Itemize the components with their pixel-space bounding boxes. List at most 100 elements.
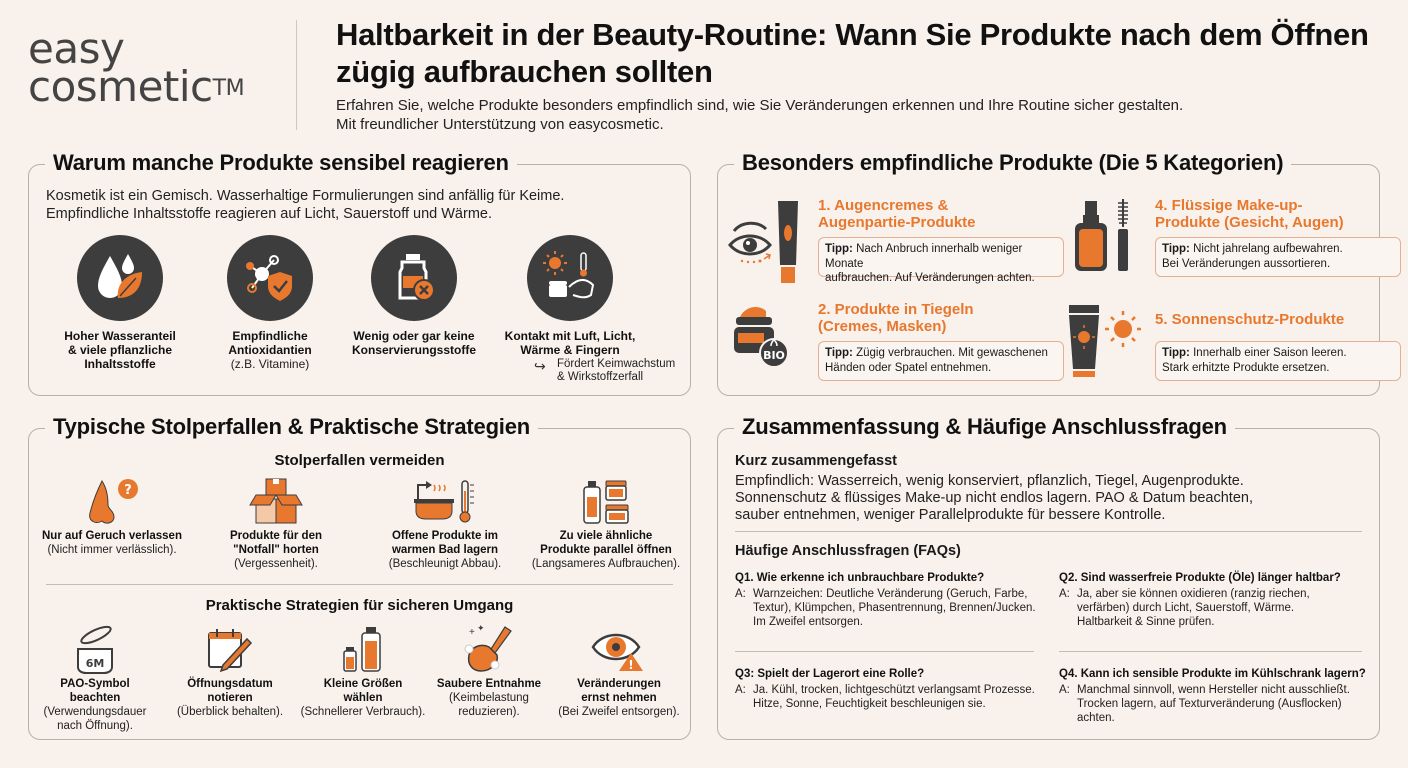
faq-divider <box>735 651 1034 652</box>
eye-cream-tube-icon <box>726 197 814 287</box>
boxes-icon <box>201 475 351 529</box>
page-subtitle: Erfahren Sie, welche Produkte besonders … <box>336 96 1396 134</box>
pitfall-label: Produkte für den <box>229 530 322 542</box>
card-title: Besonders empfindliche Produkte (Die 5 K… <box>734 149 1292 177</box>
water-leaf-icon <box>77 235 163 321</box>
note-line: & Wirkstoffzerfall <box>557 371 644 383</box>
summary-faq-card: Zusammenfassung & Häufige Anschlussfrage… <box>717 413 1380 740</box>
item-label: Antioxidantien <box>228 343 312 357</box>
why-intro: Kosmetik ist ein Gemisch. Wasserhaltige … <box>46 187 564 223</box>
logo-line-2: cosmetic <box>28 62 213 111</box>
tip-text: Händen oder Spatel entnehmen. <box>825 361 992 374</box>
product-title-line: 2. Produkte in Tiegeln <box>818 301 974 318</box>
summary-line: Sonnenschutz & flüssiges Make-up nicht e… <box>735 490 1253 506</box>
summary-line: sauber entnehmen, weniger Parallelproduk… <box>735 507 1166 523</box>
bathtub-thermometer-icon <box>365 475 525 529</box>
strategy-sublabel: reduzieren). <box>458 706 520 718</box>
tip-box: Tipp: Zügig verbrauchen. Mit gewaschenen… <box>818 341 1064 381</box>
faq-answer-line: Im Zweifel entsorgen. <box>753 616 863 628</box>
pitfall-label: Produkte parallel öffnen <box>540 544 672 556</box>
antioxidant-shield-icon <box>227 235 313 321</box>
tip-text: Bei Veränderungen aussortieren. <box>1162 257 1331 270</box>
svg-text:BIO: BIO <box>763 349 785 362</box>
pitfall-sublabel: (Nicht immer verlässlich). <box>47 544 177 556</box>
strategy-label: PAO-Symbol beachten <box>60 678 130 704</box>
intro-line: Kosmetik ist ein Gemisch. Wasserhaltige … <box>46 188 565 204</box>
product-category-jars: BIO 2. Produkte in Tiegeln(Cremes, Maske… <box>726 301 1064 401</box>
strategy-item: +✦ Saubere Entnahme (Keimbelastung reduzi… <box>429 623 549 719</box>
pitfall-label: Offene Produkte im <box>391 530 499 542</box>
pitfall-sublabel: (Beschleunigt Abbau). <box>388 558 502 570</box>
bottle-no-preservative-icon <box>371 235 457 321</box>
strategy-sublabel: (Schnellerer Verbrauch). <box>300 706 426 718</box>
pitfalls-strategies-card: Typische Stolperfallen & Praktische Stra… <box>28 413 691 740</box>
product-category-eye: 1. Augencremes &Augenpartie-Produkte Tip… <box>726 197 1064 297</box>
faq-question: Q4. Kann ich sensible Produkte im Kühlsc… <box>1059 668 1366 680</box>
brand-logo: easy cosmeticTM <box>28 28 245 108</box>
page-header: easy cosmeticTM Haltbarkeit in der Beaut… <box>0 0 1408 140</box>
tip-text: aufbrauchen. Auf Veränderungen achten. <box>825 272 1035 284</box>
tip-label: Tipp: <box>1162 347 1190 359</box>
avoid-heading: Stolperfallen vermeiden <box>274 452 445 469</box>
faq-item: Q2. Sind wasserfreie Produkte (Öle) läng… <box>1059 571 1374 629</box>
product-title-line: (Cremes, Masken) <box>818 318 947 335</box>
faq-answer-line: Trocken lagern, auf Texturveränderung (A… <box>1077 698 1342 710</box>
intro-line: Empfindliche Inhaltsstoffe reagieren auf… <box>46 206 492 222</box>
tip-text: Zügig verbrauchen. Mit gewaschenen <box>856 347 1048 359</box>
strategy-label: Saubere Entnahme <box>436 678 542 690</box>
strategy-label: Kleine Größen <box>323 678 403 690</box>
sunscreen-tube-icon <box>1063 301 1151 391</box>
clean-hands-spatula-icon: +✦ <box>429 623 549 677</box>
pitfall-label: "Notfall" horten <box>233 544 319 556</box>
sun-heat-hand-icon <box>527 235 613 321</box>
item-label: Wenig oder gar keine <box>353 329 475 343</box>
header-divider <box>296 20 297 130</box>
calendar-pen-icon <box>165 623 295 677</box>
item-label: Hoher Wasseranteil <box>64 329 176 343</box>
item-sublabel: (z.B. Vitamine) <box>230 357 310 371</box>
faq-heading: Häufige Anschlussfragen (FAQs) <box>735 543 961 559</box>
faq-answer-line: verfärben) durch Licht, Sauerstoff, Wärm… <box>1077 602 1295 614</box>
strategy-sublabel: (Überblick behalten). <box>176 706 284 718</box>
pitfall-sublabel: (Vergessenheit). <box>234 558 318 570</box>
faq-divider <box>1059 651 1362 652</box>
foundation-mascara-icon <box>1063 197 1151 287</box>
faq-answer-line: Hitze, Sonne, Feuchtigkeit beschleunigen… <box>753 698 986 710</box>
strategy-sublabel: (Keimbelastung <box>449 692 529 704</box>
many-products-icon <box>523 475 689 529</box>
answer-label: A: <box>735 588 746 600</box>
product-category-liquid-makeup: 4. Flüssige Make-up-Produkte (Gesicht, A… <box>1063 197 1401 297</box>
product-title-line: 1. Augencremes & <box>818 197 949 214</box>
section-divider <box>46 584 673 585</box>
section-divider <box>735 531 1362 532</box>
summary-text: Empfindlich: Wasserreich, wenig konservi… <box>735 473 1365 524</box>
product-category-sunscreen: 5. Sonnenschutz-Produkte Tipp: Innerhalb… <box>1063 301 1401 401</box>
faq-question: Q3: Spielt der Lagerort eine Rolle? <box>735 668 925 680</box>
faq-answer-line: achten. <box>1077 712 1115 724</box>
strategy-label: Veränderungen <box>577 678 661 690</box>
product-title-line: 5. Sonnenschutz-Produkte <box>1155 311 1345 328</box>
tip-label: Tipp: <box>1162 243 1190 255</box>
strategy-item: 6M PAO-Symbol beachten (Verwendungsdauer… <box>35 623 155 733</box>
strategy-label: Öffnungsdatum <box>187 678 273 690</box>
card-title: Typische Stolperfallen & Praktische Stra… <box>45 413 538 441</box>
item-label: Kontakt mit Luft, Licht, <box>504 329 636 343</box>
tip-text: Nicht jahrelang aufbewahren. <box>1193 243 1343 255</box>
svg-text:✦: ✦ <box>477 625 485 633</box>
tip-text: Nach Anbruch innerhalb weniger Monate <box>825 243 1023 270</box>
sensitive-products-card: Besonders empfindliche Produkte (Die 5 K… <box>717 149 1401 396</box>
faq-question: Q2. Sind wasserfreie Produkte (Öle) läng… <box>1059 572 1341 584</box>
pitfall-item: Produkte für den "Notfall" horten (Verges… <box>201 475 351 571</box>
card-title: Warum manche Produkte sensibel reagieren <box>45 149 517 177</box>
strategy-label: ernst nehmen <box>581 692 657 704</box>
item-label: Empfindliche <box>232 329 308 343</box>
faq-item: Q1. Wie erkenne ich unbrauchbare Produkt… <box>735 571 1055 629</box>
card-title: Zusammenfassung & Häufige Anschlussfrage… <box>734 413 1235 441</box>
why-sensitive-card: Warum manche Produkte sensibel reagieren… <box>28 149 691 396</box>
tip-box: Tipp: Nicht jahrelang aufbewahren. Bei Ve… <box>1155 237 1401 277</box>
